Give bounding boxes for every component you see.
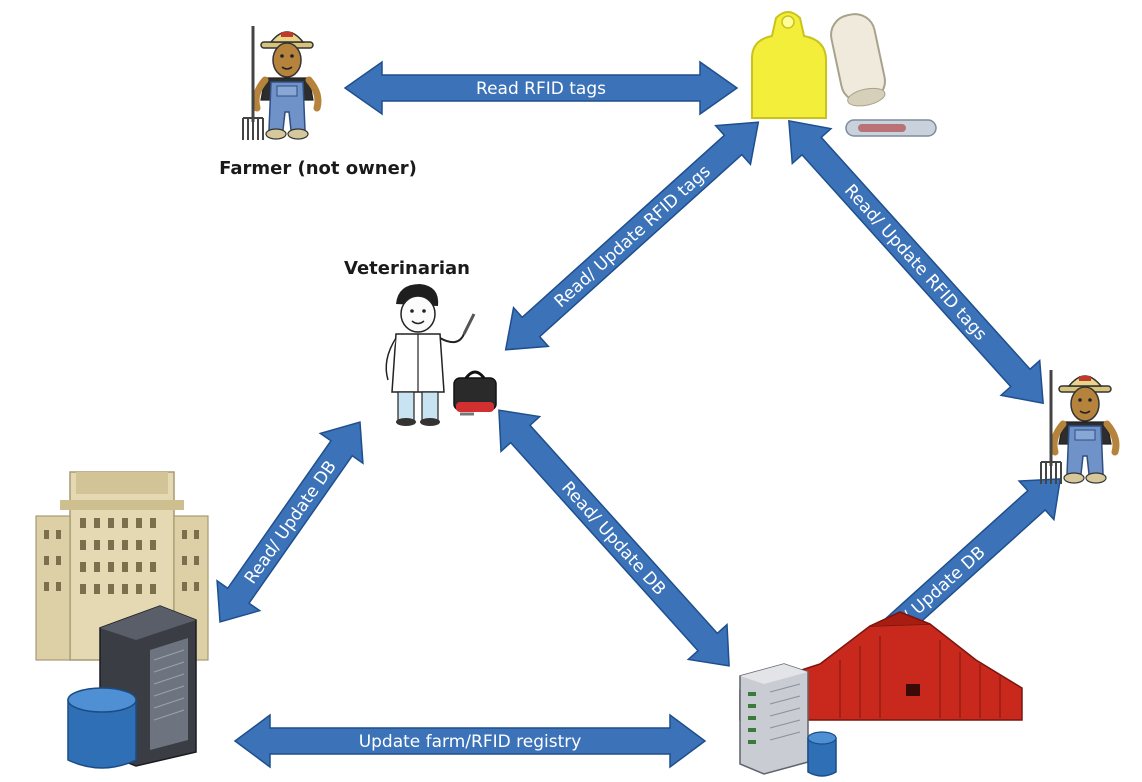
arrow-vet-rfid: Read/ Update RFID tags: [504, 121, 760, 351]
arrow-owner-rfid: Read/ Update RFID tags: [788, 119, 1044, 405]
arrow-vet-farm: Read/ Update DB: [498, 409, 730, 667]
barn-icon: [739, 611, 1023, 721]
registry-database-icon: [67, 687, 137, 769]
farmer-not-owner-label: Farmer (not owner): [219, 158, 417, 179]
arrow-registry-farm: Update farm/RFID registry: [233, 713, 707, 769]
rfid-ear-tag-icon: [751, 11, 827, 119]
arrow-label-owner-rfid: Read/ Update RFID tags: [840, 181, 991, 345]
farmer-not-owner-icon: [243, 26, 318, 140]
arrow-label-registry-vet: Read/ Update DB: [241, 457, 341, 588]
bolus-icon: [830, 13, 886, 107]
arrow-label-registry-farm: Update farm/RFID registry: [359, 732, 582, 752]
farm-server-icon: [739, 663, 809, 775]
veterinarian-icon: [385, 284, 476, 426]
vet-bag-icon: [453, 370, 497, 416]
arrow-label-read-rfid: Read RFID tags: [476, 79, 606, 99]
farmer-owner-icon: [1041, 370, 1116, 484]
farm-database-icon: [807, 731, 837, 777]
arrow-label-vet-farm: Read/ Update DB: [557, 478, 669, 600]
arrow-label-vet-rfid: Read/ Update RFID tags: [551, 161, 715, 312]
arrow-registry-vet: Read/ Update DB: [216, 421, 364, 623]
injectable-tag-icon: [845, 119, 937, 137]
arrow-read-rfid: Read RFID tags: [343, 60, 739, 116]
veterinarian-label: Veterinarian: [344, 258, 470, 279]
